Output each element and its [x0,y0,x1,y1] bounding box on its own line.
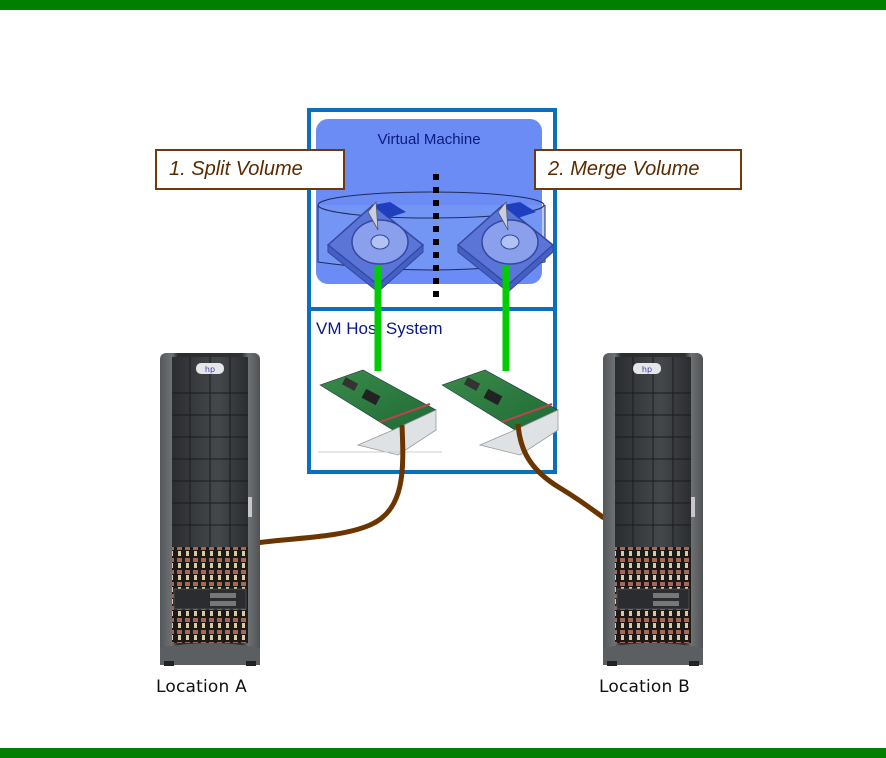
step-merge-volume-label: 2. Merge Volume [534,149,742,190]
top-frame-bar [0,0,886,10]
network-adapter-card-icon [318,369,442,456]
svg-text:hp: hp [642,365,652,374]
step-split-volume-label: 1. Split Volume [155,149,345,190]
location-b-label: Location B [599,677,690,697]
storage-rack-location-a: hp [160,353,260,666]
host-divider [307,307,557,311]
cable-to-location-a [255,424,406,546]
virtual-machine-label: Virtual Machine [377,131,481,148]
disk-drive-icon [326,200,425,293]
network-adapter-card-icon [441,369,559,456]
cable-to-location-b [515,423,606,521]
svg-text:hp: hp [205,365,215,374]
storage-rack-location-b: hp [603,353,703,666]
location-a-label: Location A [156,677,247,697]
bottom-frame-bar [0,748,886,758]
disk-drive-icon [456,200,555,293]
